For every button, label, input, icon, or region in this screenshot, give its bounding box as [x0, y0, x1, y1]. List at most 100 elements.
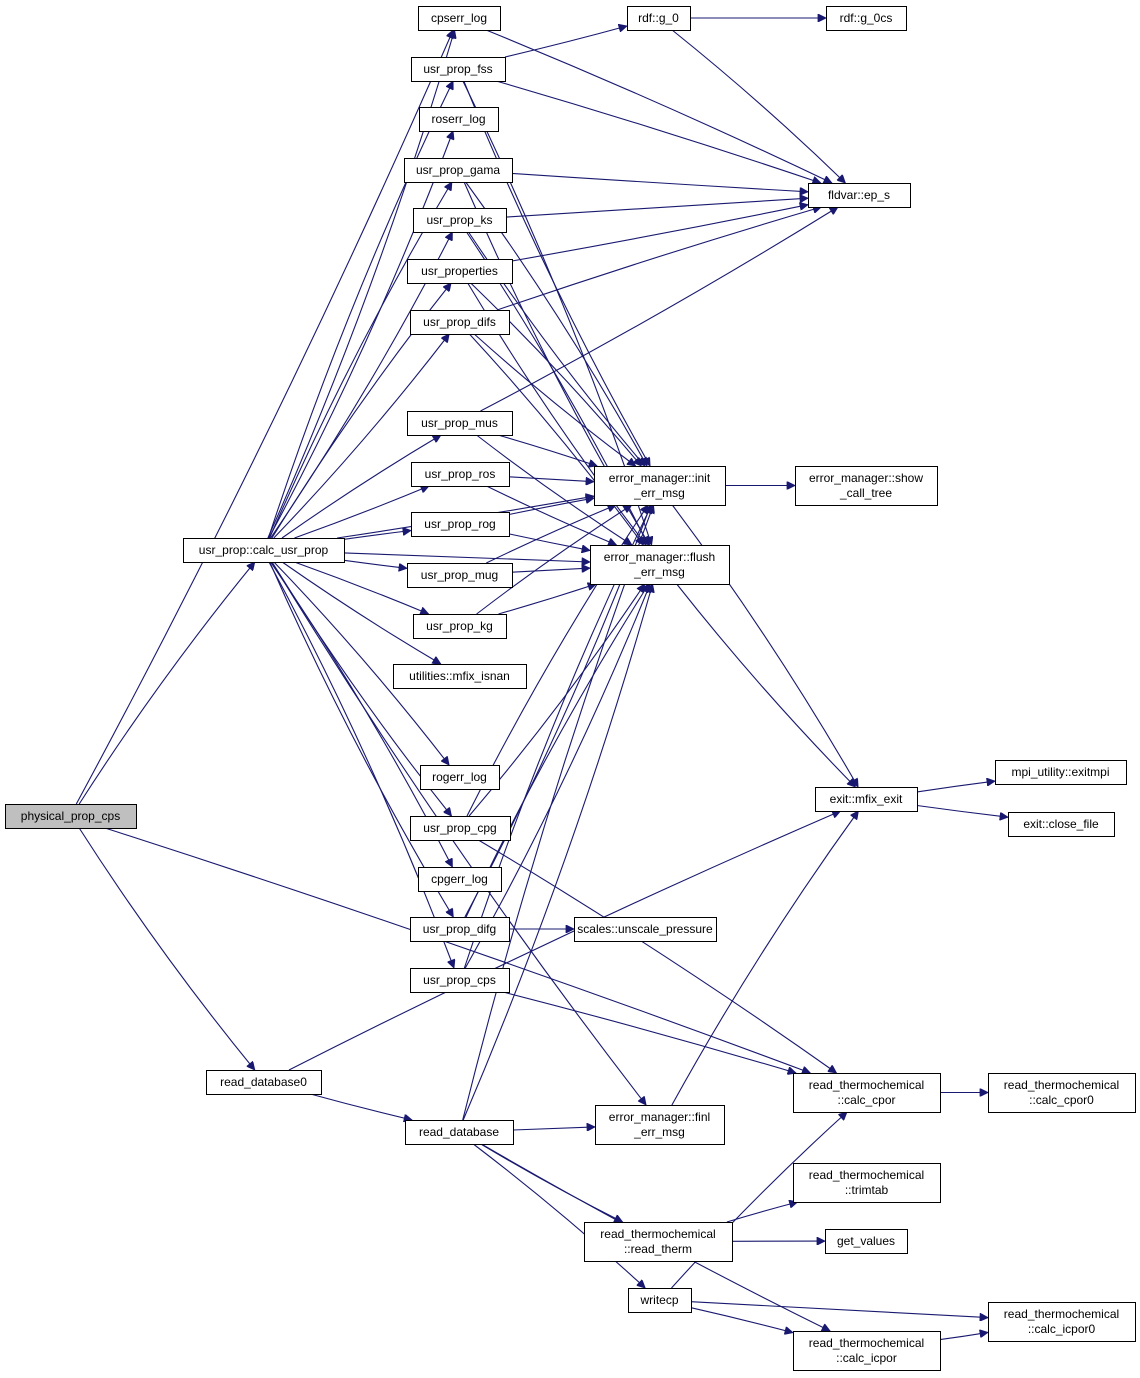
- node-calc-icpor0[interactable]: read_thermochemical::calc_icpor0: [988, 1302, 1136, 1342]
- edge-usr_prop_ks-to-ep_s: [505, 198, 808, 218]
- edge-calc_usr_prop-to-usr_prop_difs: [273, 334, 449, 539]
- node-box: [418, 867, 502, 892]
- node-calc-cpor[interactable]: read_thermochemical::calc_cpor: [793, 1073, 941, 1113]
- node-roserr-log[interactable]: roserr_log: [419, 107, 499, 132]
- node-box: [815, 787, 918, 812]
- edge-usr_prop_ros-to-flush_err_msg: [486, 485, 617, 545]
- node-usr-prop-ros[interactable]: usr_prop_ros: [411, 462, 510, 487]
- node-box: [594, 466, 726, 506]
- edge-calc_usr_prop-to-rogerr_log: [273, 561, 449, 765]
- node-usr-prop-difg[interactable]: usr_prop_difg: [410, 917, 510, 942]
- node-box: [988, 1073, 1136, 1113]
- node-box: [413, 614, 507, 639]
- node-read-therm[interactable]: read_thermochemical::read_therm: [584, 1222, 733, 1262]
- edge-calc_usr_prop-to-flush_err_msg: [343, 552, 590, 562]
- node-box: [411, 512, 510, 537]
- edge-calc_usr_prop-to-mfix_isnan: [281, 561, 441, 665]
- node-calc-icpor[interactable]: read_thermochemical::calc_icpor: [793, 1331, 941, 1371]
- edge-rdf_g_0-to-ep_s: [671, 29, 845, 183]
- node-usr-prop-difs[interactable]: usr_prop_difs: [410, 310, 510, 335]
- node-box: [183, 538, 345, 563]
- node-close-file[interactable]: exit::close_file: [1008, 812, 1115, 837]
- node-label: read_thermochemical: [1004, 1307, 1119, 1321]
- node-label: usr_prop_mug: [421, 568, 498, 582]
- node-calc-usr-prop[interactable]: usr_prop::calc_usr_prop: [183, 538, 345, 563]
- node-cpgerr-log[interactable]: cpgerr_log: [418, 867, 502, 892]
- edge-usr_prop_rog-to-flush_err_msg: [508, 533, 590, 551]
- edge-read_database-to-finl_err_msg: [512, 1127, 595, 1130]
- node-label: usr_prop_difs: [423, 315, 496, 329]
- node-usr-prop-fss[interactable]: usr_prop_fss: [411, 57, 506, 82]
- node-rdf-g-0[interactable]: rdf::g_0: [627, 6, 691, 31]
- node-usr-prop-mus[interactable]: usr_prop_mus: [407, 411, 513, 436]
- edge-usr_prop_kg-to-init_err_msg: [476, 505, 632, 615]
- node-init-err-msg[interactable]: error_manager::init_err_msg: [594, 466, 726, 506]
- node-usr-prop-rog[interactable]: usr_prop_rog: [411, 512, 510, 537]
- node-label: cpgerr_log: [431, 872, 488, 886]
- node-box: [808, 183, 911, 208]
- node-usr-prop-gama[interactable]: usr_prop_gama: [404, 158, 513, 183]
- edge-usr_prop_rog-to-init_err_msg: [508, 498, 594, 516]
- edge-read_database0-to-mfix_exit: [288, 811, 841, 1071]
- edge-calc_icpor-to-calc_icpor0: [939, 1332, 988, 1341]
- node-label: usr_prop_gama: [416, 163, 500, 177]
- edge-usr_prop_difs-to-flush_err_msg: [468, 333, 643, 545]
- edge-calc_usr_prop-to-usr_prop_fss: [267, 81, 453, 539]
- node-box: [420, 765, 500, 790]
- node-usr-prop-cps[interactable]: usr_prop_cps: [410, 968, 510, 993]
- node-label: ::trimtab: [845, 1183, 889, 1197]
- node-writecp[interactable]: writecp: [628, 1288, 692, 1313]
- node-show-call-tree[interactable]: error_manager::show_call_tree: [795, 466, 938, 506]
- edge-usr_prop_fss-to-rdf_g_0: [504, 26, 627, 58]
- node-read-database[interactable]: read_database: [405, 1120, 514, 1145]
- node-flush-err-msg[interactable]: error_manager::flush_err_msg: [590, 545, 730, 585]
- node-rdf-g-0cs[interactable]: rdf::g_0cs: [826, 6, 907, 31]
- edge-mfix_exit-to-close_file: [916, 804, 1008, 818]
- node-get-values[interactable]: get_values: [825, 1229, 908, 1254]
- edge-usr_prop_difs-to-ep_s: [497, 207, 821, 311]
- node-box: [825, 1229, 908, 1254]
- node-read-database0[interactable]: read_database0: [206, 1070, 322, 1095]
- node-finl-err-msg[interactable]: error_manager::finl_err_msg: [595, 1105, 725, 1145]
- node-trimtab[interactable]: read_thermochemical::trimtab: [793, 1163, 941, 1203]
- node-usr-properties[interactable]: usr_properties: [407, 259, 513, 284]
- node-label: ::read_therm: [624, 1242, 692, 1256]
- node-exitmpi[interactable]: mpi_utility::exitmpi: [995, 760, 1127, 785]
- edge-cpserr_log-to-ep_s: [485, 29, 832, 183]
- node-mfix-exit[interactable]: exit::mfix_exit: [815, 787, 918, 812]
- node-usr-prop-ks[interactable]: usr_prop_ks: [413, 208, 507, 233]
- edge-read_database0-to-read_database: [310, 1093, 412, 1120]
- edge-physical_prop_cps-to-calc_usr_prop: [78, 562, 255, 805]
- edge-physical_prop_cps-to-calc_cpor: [104, 827, 810, 1073]
- node-usr-prop-cpg[interactable]: usr_prop_cpg: [410, 816, 511, 841]
- node-unscale-pressure[interactable]: scales::unscale_pressure: [574, 917, 717, 942]
- node-label: _err_msg: [633, 565, 685, 579]
- node-usr-prop-mug[interactable]: usr_prop_mug: [407, 563, 513, 588]
- node-label: _err_msg: [633, 1125, 685, 1139]
- node-label: usr_prop_rog: [424, 517, 495, 531]
- node-box: [595, 1105, 725, 1145]
- node-box: [407, 411, 513, 436]
- node-label: _err_msg: [633, 486, 685, 500]
- node-label: usr_prop_difg: [423, 922, 496, 936]
- node-ep-s[interactable]: fldvar::ep_s: [808, 183, 911, 208]
- node-box: [793, 1163, 941, 1203]
- node-box: [404, 158, 513, 183]
- node-label: ::calc_cpor0: [1029, 1093, 1094, 1107]
- edge-mfix_exit-to-exitmpi: [916, 781, 995, 793]
- node-label: writecp: [639, 1293, 678, 1307]
- edge-finl_err_msg-to-mfix_exit: [671, 811, 859, 1106]
- node-cpserr-log[interactable]: cpserr_log: [418, 6, 501, 31]
- node-physical-prop-cps[interactable]: physical_prop_cps: [5, 804, 137, 829]
- node-mfix-isnan[interactable]: utilities::mfix_isnan: [393, 664, 527, 689]
- edge-init_err_msg-to-mfix_exit: [671, 504, 859, 787]
- node-usr-prop-kg[interactable]: usr_prop_kg: [413, 614, 507, 639]
- node-label: read_thermochemical: [809, 1168, 924, 1182]
- node-label: physical_prop_cps: [21, 809, 120, 823]
- node-rogerr-log[interactable]: rogerr_log: [420, 765, 500, 790]
- node-calc-cpor0[interactable]: read_thermochemical::calc_cpor0: [988, 1073, 1136, 1113]
- edge-usr_prop_mug-to-init_err_msg: [486, 505, 616, 564]
- node-label: get_values: [837, 1234, 895, 1248]
- node-box: [410, 816, 511, 841]
